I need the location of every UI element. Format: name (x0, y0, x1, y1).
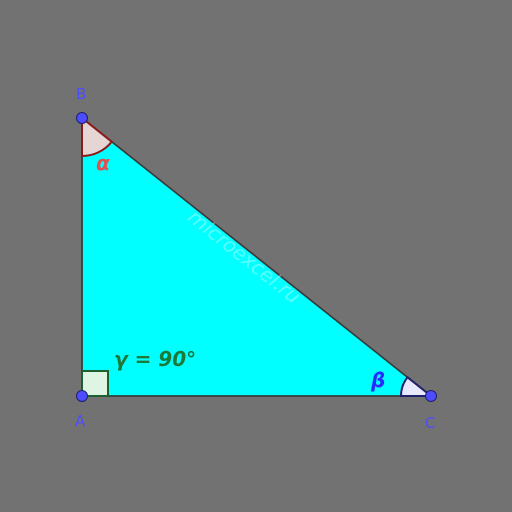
label-a: A (75, 412, 86, 430)
angle-gamma-label: γ = 90° (114, 347, 196, 371)
vertex-b[interactable] (76, 112, 88, 124)
label-b: B (76, 85, 86, 103)
vertex-a[interactable] (76, 390, 88, 402)
angle-beta-label: β (370, 368, 385, 392)
label-c: C (425, 414, 435, 432)
angle-alpha-label: α (96, 151, 110, 175)
angle-beta-arc[interactable] (399, 375, 434, 397)
vertex-c[interactable] (425, 390, 437, 402)
angle-gamma-square[interactable] (81, 370, 109, 397)
angle-alpha-arc[interactable] (81, 115, 114, 158)
edge-bc[interactable] (81, 117, 432, 397)
